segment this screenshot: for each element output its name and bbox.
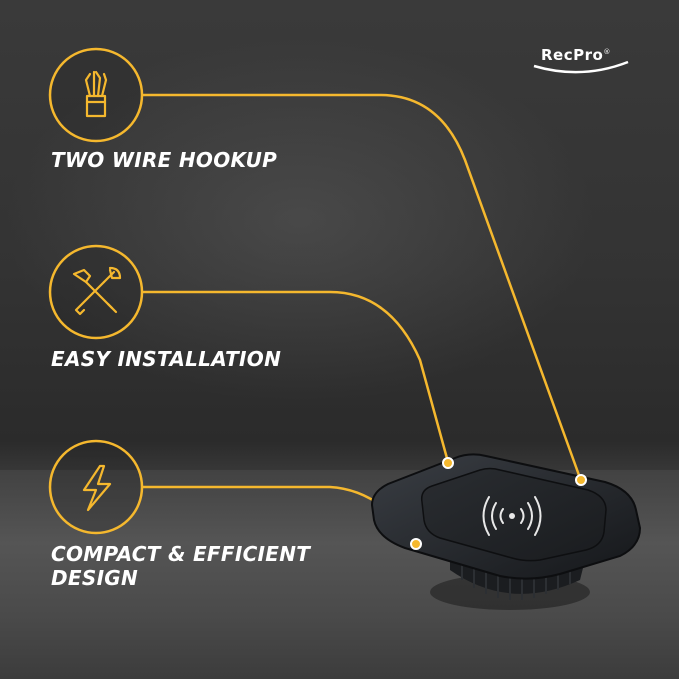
- feature-icon-circle-1: [48, 47, 144, 143]
- connector-line-2: [143, 290, 450, 463]
- logo-swoosh: [533, 60, 629, 74]
- connector-line-1: [143, 93, 582, 479]
- wireless-charging-icon: [482, 496, 542, 536]
- recpro-logo: RecPro®: [541, 46, 611, 64]
- feature-icon-circle-2: [48, 244, 144, 340]
- feature-icon-circle-3: [48, 439, 144, 535]
- connector-dot-2: [442, 457, 454, 469]
- wire-bundle-icon: [84, 70, 108, 118]
- tools-icon: [72, 266, 122, 316]
- feature-label-easy-installation: EASY INSTALLATION: [51, 347, 282, 371]
- connector-dot-3: [410, 538, 422, 550]
- feature-label-compact-efficient-design: COMPACT & EFFICIENT DESIGN: [51, 542, 311, 590]
- connector-dots: [410, 457, 587, 550]
- wireless-charger: [370, 453, 642, 610]
- connector-dot-1: [575, 474, 587, 486]
- lightning-bolt-icon: [82, 464, 112, 512]
- feature-label-two-wire-hookup: TWO WIRE HOOKUP: [51, 148, 278, 172]
